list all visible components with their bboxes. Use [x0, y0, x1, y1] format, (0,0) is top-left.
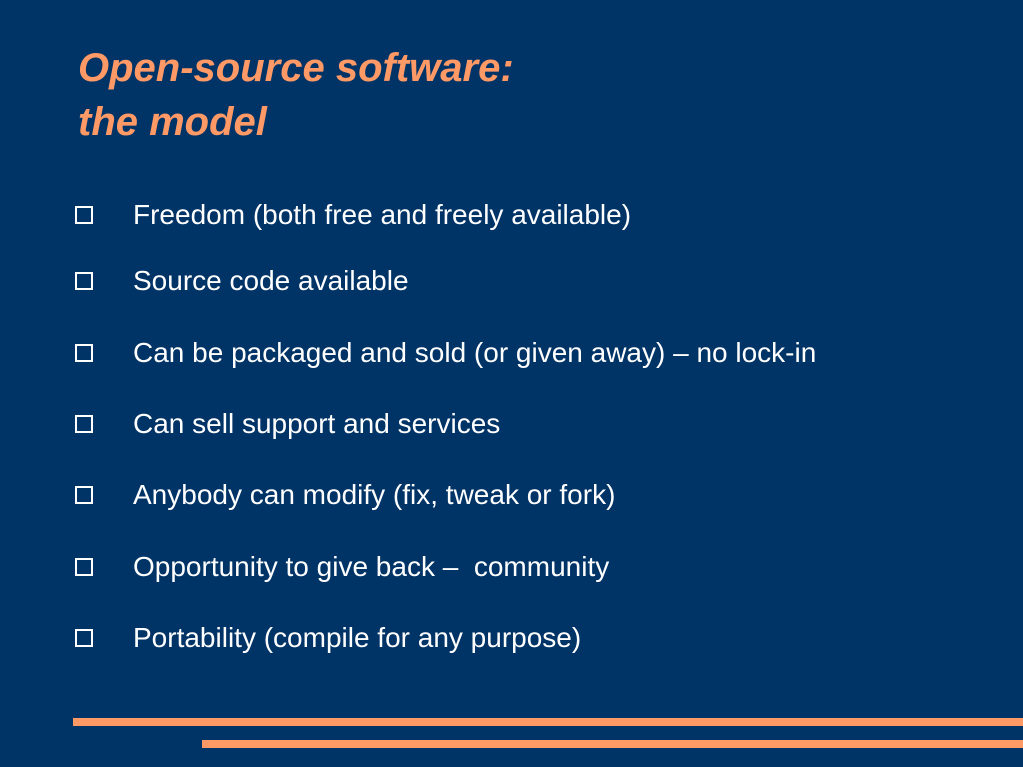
- slide-title-line-1: Open-source software:: [78, 46, 514, 90]
- bullet-text: Source code available: [133, 265, 409, 296]
- bullet-item: Opportunity to give back – community: [0, 551, 1023, 583]
- hollow-square-bullet-icon: [75, 272, 93, 290]
- bullet-text: Opportunity to give back – community: [133, 551, 610, 582]
- slide-title-line-2: the model: [78, 100, 267, 144]
- hollow-square-bullet-icon: [75, 558, 93, 576]
- bullet-text: Anybody can modify (fix, tweak or fork): [133, 479, 616, 510]
- hollow-square-bullet-icon: [75, 206, 93, 224]
- bullet-item: Can sell support and services: [0, 408, 1023, 440]
- hollow-square-bullet-icon: [75, 629, 93, 647]
- bullet-item: Anybody can modify (fix, tweak or fork): [0, 479, 1023, 511]
- decorative-accent-bar-top: [73, 718, 1023, 726]
- bullet-text: Portability (compile for any purpose): [133, 622, 582, 653]
- hollow-square-bullet-icon: [75, 415, 93, 433]
- bullet-text: Can be packaged and sold (or given away)…: [133, 337, 817, 368]
- slide-title: Open-source software: the model: [78, 41, 514, 149]
- bullet-text: Can sell support and services: [133, 408, 501, 439]
- hollow-square-bullet-icon: [75, 344, 93, 362]
- bullet-item: Source code available: [0, 265, 1023, 297]
- bullet-item: Portability (compile for any purpose): [0, 622, 1023, 654]
- bullet-text: Freedom (both free and freely available): [133, 199, 632, 230]
- decorative-accent-bar-bottom: [202, 740, 1023, 748]
- bullet-item: Freedom (both free and freely available): [0, 199, 1023, 231]
- bullet-item: Can be packaged and sold (or given away)…: [0, 337, 1023, 369]
- hollow-square-bullet-icon: [75, 486, 93, 504]
